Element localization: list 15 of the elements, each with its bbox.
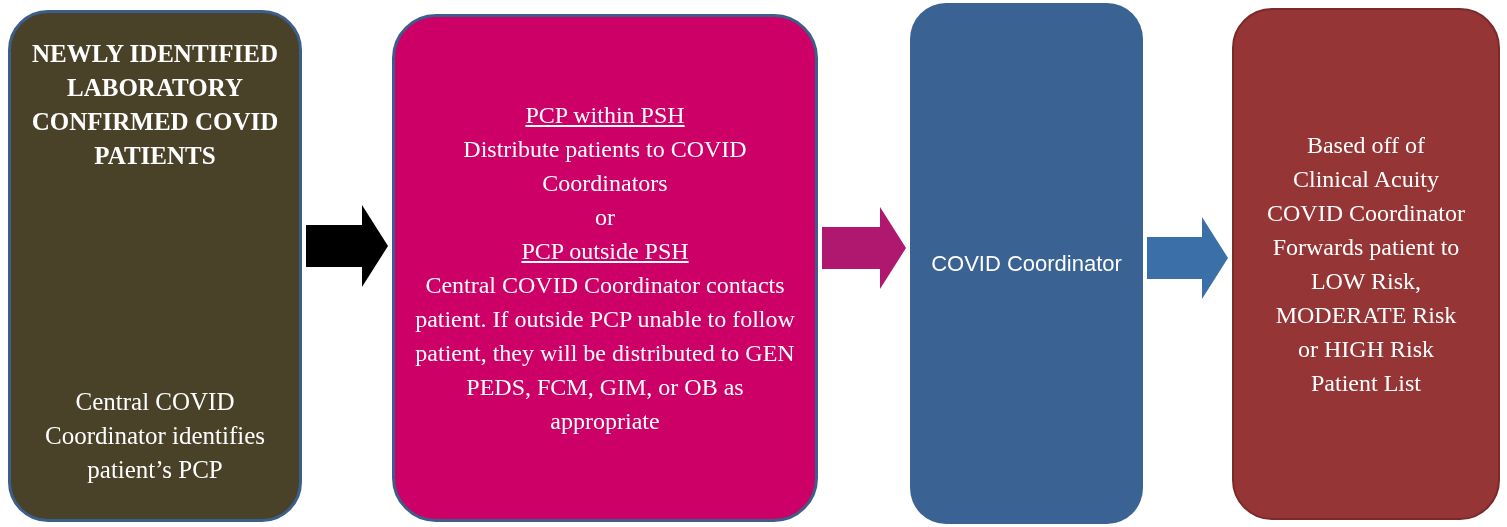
box-text: PCP within PSH	[524, 101, 686, 130]
block-arrow	[1147, 217, 1228, 299]
block-arrow	[306, 205, 388, 287]
box-text: Central COVID Coordinator identifies patient’s PCP	[43, 387, 267, 485]
box-text: NEWLY IDENTIFIED LABORATORY CONFIRMED COVID PATIENTS	[30, 39, 280, 171]
block-arrow	[822, 207, 906, 289]
box-text: COVID Coordinator	[930, 249, 1123, 278]
box-text: Central COVID Coordinator contacts patient. If outside PCP unable to follow patient, they will be distributed to GEN PEDS, FCM, GIM, or OB as appropriate	[415, 271, 795, 436]
box-text: Based off of Clinical Acuity COVID Coordinator Forwards patient to LOW Risk, MODERATE Risk or HIGH Risk Patient List	[1266, 131, 1466, 398]
process-box	[392, 14, 818, 522]
process-box	[910, 3, 1143, 524]
box-text: or	[594, 203, 616, 232]
process-box	[8, 10, 302, 522]
process-box	[1232, 8, 1500, 520]
box-text: PCP outside PSH	[520, 237, 690, 266]
